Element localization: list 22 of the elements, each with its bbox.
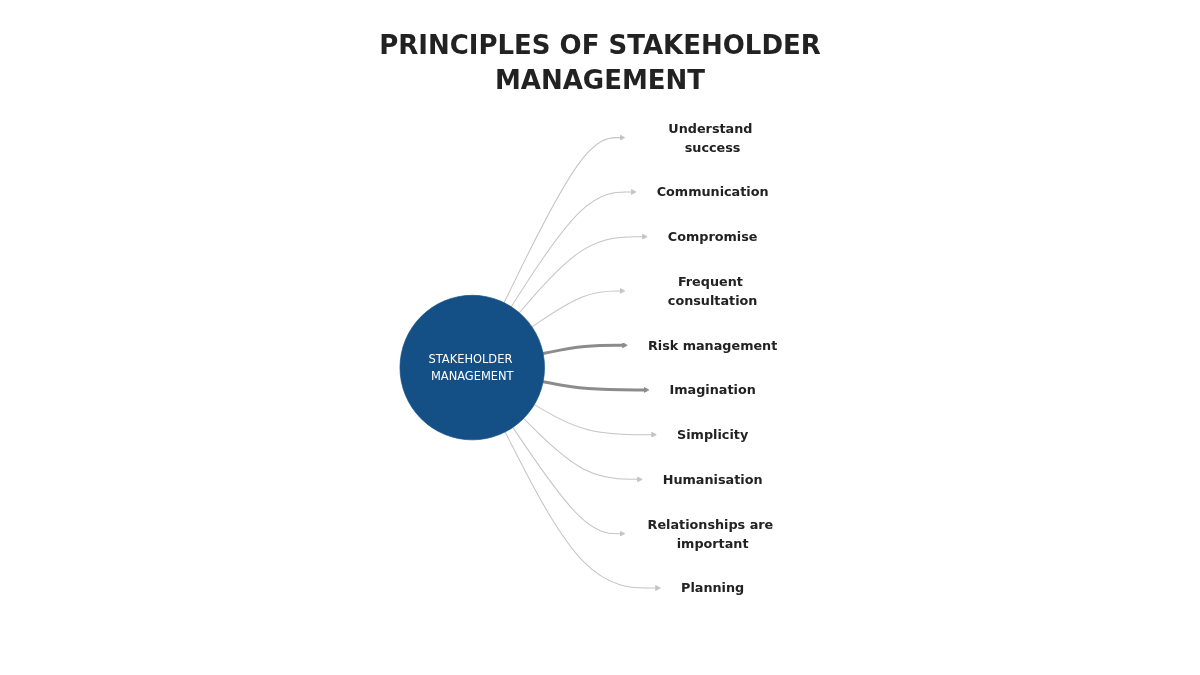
arrow	[542, 380, 650, 394]
node-circle: STAKEHOLDER MANAGEMENT	[399, 295, 545, 441]
node-text: Humanisation	[662, 471, 763, 487]
node-text: Communication	[656, 184, 769, 200]
arrow	[518, 233, 648, 314]
node-text: Planning	[681, 580, 745, 596]
arrow	[542, 342, 628, 356]
node-text: Understand success	[668, 120, 753, 155]
node-text: Simplicity	[677, 427, 749, 443]
diagram-title: PRINCIPLES OF STAKEHOLDER MANAGEMENT	[378, 29, 822, 98]
node-text: Imagination	[669, 382, 756, 398]
node-text: Frequent consultation	[667, 273, 758, 308]
arrow	[523, 418, 643, 483]
arrow	[503, 134, 626, 304]
node-text: Relationships are important	[647, 516, 774, 551]
arrow	[504, 431, 662, 592]
arrow	[512, 427, 626, 537]
node-text: Risk management	[647, 337, 778, 353]
arrow	[533, 404, 658, 438]
node-text: Compromise	[667, 229, 758, 245]
arrow	[531, 288, 626, 328]
arrow	[510, 189, 637, 308]
